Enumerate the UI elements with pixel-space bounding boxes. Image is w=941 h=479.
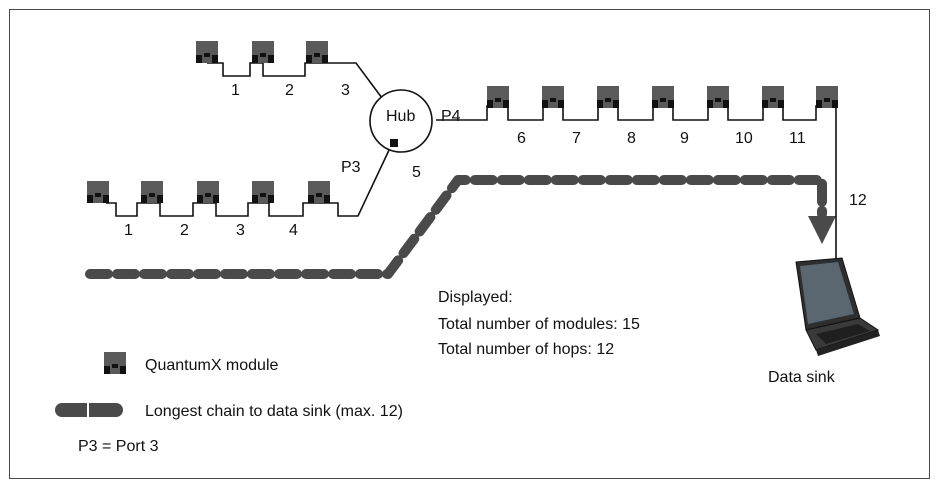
right-chain-wire bbox=[436, 105, 837, 270]
top-module-3 bbox=[306, 41, 328, 63]
chain-hop-label: 7 bbox=[572, 130, 581, 147]
chain-module-6 bbox=[487, 86, 509, 108]
legend-module-icon bbox=[104, 352, 126, 374]
bottom-module-2 bbox=[141, 181, 163, 203]
bottom-module-3 bbox=[197, 181, 219, 203]
final-hop-label: 12 bbox=[849, 192, 867, 209]
chain-module-11 bbox=[762, 86, 784, 108]
info-heading: Displayed: bbox=[438, 289, 513, 306]
bottom-module-1 bbox=[87, 181, 109, 203]
chain-hop-label: 11 bbox=[789, 130, 806, 147]
chain-module-10 bbox=[707, 86, 729, 108]
bottom-module-4 bbox=[252, 181, 274, 203]
legend-chain-label: Longest chain to data sink (max. 12) bbox=[145, 403, 403, 420]
legend-module-label: QuantumX module bbox=[145, 357, 279, 374]
hub-port-icon bbox=[390, 139, 398, 147]
hub-label: Hub bbox=[386, 108, 415, 125]
top-hop-label: 1 bbox=[231, 82, 240, 99]
chain-module-8 bbox=[597, 86, 619, 108]
top-hop-label: 2 bbox=[285, 82, 294, 99]
top-module-2 bbox=[252, 41, 274, 63]
info-modules: Total number of modules: 15 bbox=[438, 316, 640, 333]
longest-chain-path bbox=[85, 175, 827, 279]
chain-module-12 bbox=[816, 86, 838, 108]
hub-number: 5 bbox=[412, 164, 421, 181]
chain-module-9 bbox=[652, 86, 674, 108]
info-hops: Total number of hops: 12 bbox=[438, 341, 614, 358]
bottom-hop-label: 1 bbox=[124, 222, 133, 239]
network-diagram: 1 2 3 Hub P4 P3 5 1 2 3 4 6 7 8 9 10 11 … bbox=[55, 41, 880, 455]
legend-port-note: P3 = Port 3 bbox=[78, 438, 159, 455]
data-sink-label: Data sink bbox=[768, 369, 836, 386]
bottom-module-5 bbox=[308, 181, 330, 203]
chain-hop-label: 10 bbox=[735, 130, 753, 147]
bottom-hop-label: 2 bbox=[180, 222, 189, 239]
chain-hop-label: 6 bbox=[517, 130, 526, 147]
hub-port-p3: P3 bbox=[341, 159, 361, 176]
top-hop-label: 3 bbox=[341, 82, 350, 99]
bottom-branch-wire bbox=[106, 147, 391, 217]
chain-module-7 bbox=[542, 86, 564, 108]
chain-hop-label: 8 bbox=[627, 130, 636, 147]
top-branch-wire bbox=[207, 62, 383, 99]
chain-arrowhead bbox=[808, 216, 836, 244]
hub-port-p4: P4 bbox=[441, 108, 461, 125]
bottom-hop-label: 3 bbox=[236, 222, 245, 239]
laptop-icon bbox=[795, 257, 880, 356]
top-module-1 bbox=[196, 41, 218, 63]
chain-hop-label: 9 bbox=[680, 130, 689, 147]
hub-node bbox=[369, 89, 433, 153]
bottom-hop-label: 4 bbox=[289, 222, 298, 239]
